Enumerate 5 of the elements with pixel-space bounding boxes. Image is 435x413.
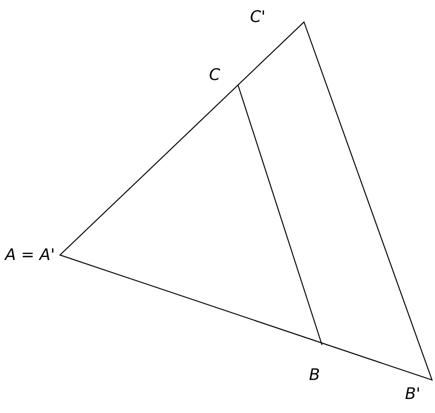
point-label: B' [405, 385, 420, 403]
point-label: C [209, 66, 220, 84]
point-label: B [309, 366, 320, 384]
point-label: A = A' [5, 246, 55, 264]
point-label: C' [250, 8, 266, 26]
